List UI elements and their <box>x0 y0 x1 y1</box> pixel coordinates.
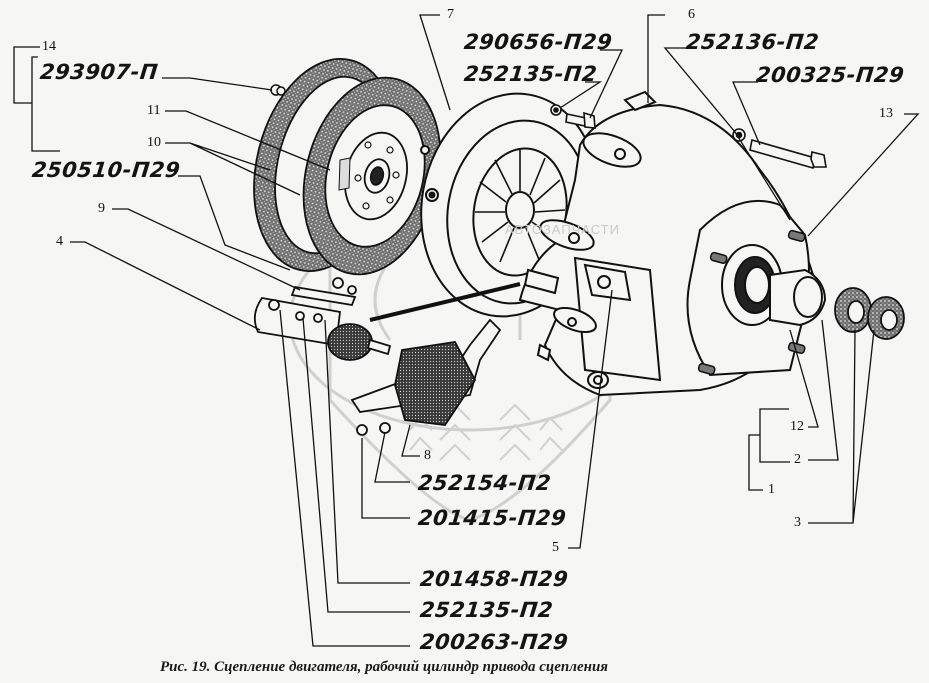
part-code-201415: 201415-П29 <box>416 506 568 530</box>
slave-cylinder <box>253 277 392 361</box>
part-code-252154: 252154-П2 <box>416 471 553 495</box>
callout-12: 12 <box>790 419 804 434</box>
callout-13: 13 <box>879 106 893 121</box>
callout-7: 7 <box>447 7 454 22</box>
callout-3: 3 <box>794 515 801 530</box>
callout-5: 5 <box>552 540 559 555</box>
callout-6: 6 <box>688 7 695 22</box>
part-code-252136: 252136-П2 <box>684 30 821 54</box>
part-code-250510: 250510-П29 <box>30 158 182 182</box>
callout-14: 14 <box>42 39 56 54</box>
release-bearing-flange <box>686 199 827 377</box>
part-code-252135-bottom: 252135-П2 <box>418 598 555 622</box>
leader-lines <box>13 14 920 647</box>
cap-nut-part <box>270 84 286 96</box>
part-code-201458: 201458-П29 <box>418 567 570 591</box>
callout-2: 2 <box>794 452 801 467</box>
callout-8: 8 <box>424 448 431 463</box>
figure-caption: Рис. 19. Сцепление двигателя, рабочий ци… <box>160 659 609 675</box>
part-code-290656: 290656-П29 <box>462 30 614 54</box>
callout-4: 4 <box>56 234 63 249</box>
callout-9: 9 <box>98 201 105 216</box>
part-code-200325: 200325-П29 <box>754 63 906 87</box>
callout-10: 10 <box>147 135 161 150</box>
clutch-disc-front <box>302 76 442 276</box>
callout-11: 11 <box>147 103 161 118</box>
push-rod <box>369 282 521 322</box>
part-code-293907: 293907-П <box>38 60 160 84</box>
bushings-part <box>834 287 905 340</box>
callout-1: 1 <box>768 482 775 497</box>
part-code-200263: 200263-П29 <box>418 630 570 654</box>
part-code-252135-top: 252135-П2 <box>462 62 599 86</box>
bolts-part <box>550 104 827 170</box>
release-fork <box>350 318 502 436</box>
watermark-text: АВТОЗАПЧАСТИ <box>505 222 620 237</box>
